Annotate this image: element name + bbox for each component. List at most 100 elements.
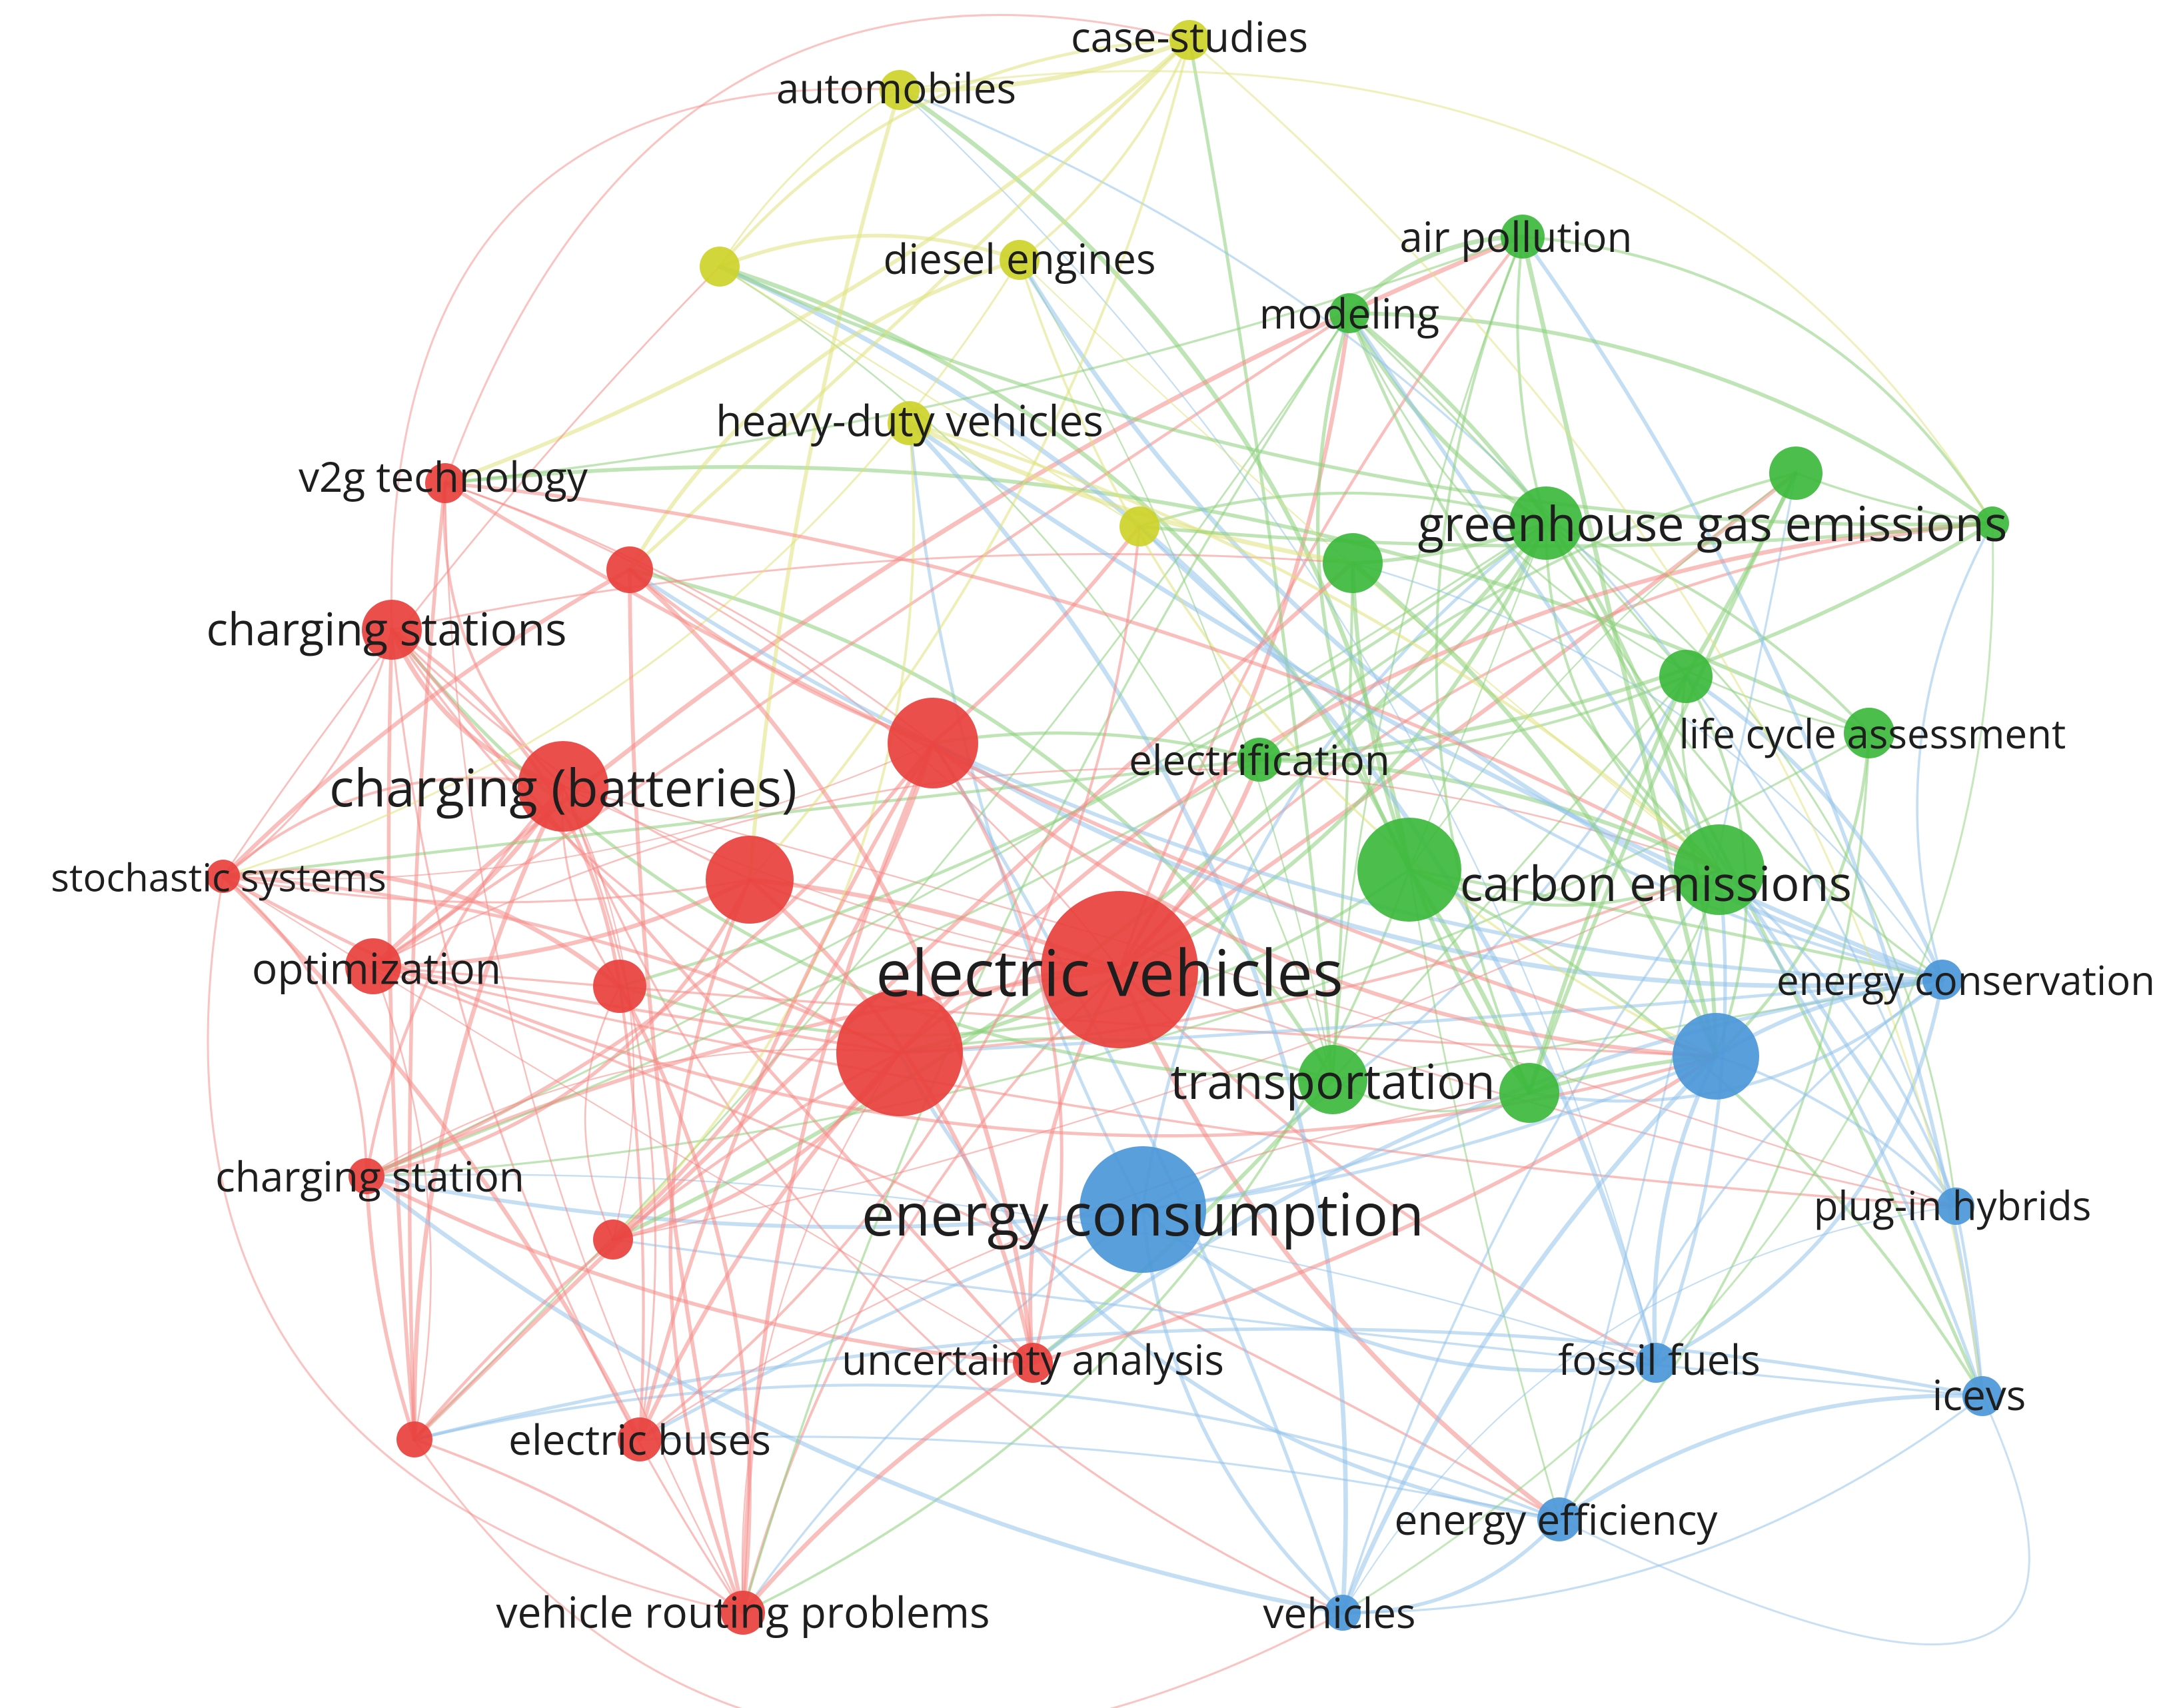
edge-stochastic-systems--vehicle-routing-problems	[207, 875, 744, 1614]
node-red-unlabeled-b[interactable]	[836, 990, 963, 1116]
node-diesel-engines[interactable]	[1000, 240, 1040, 280]
edge-air-pollution--v2g-technology	[444, 235, 1524, 484]
node-charging-batteries[interactable]	[518, 741, 608, 832]
node-electrification[interactable]	[1237, 738, 1281, 782]
edge-transportation--red-unlabeled-d	[628, 568, 1335, 1082]
node-electric-vehicles[interactable]	[1041, 891, 1198, 1048]
edge-vehicles--heavy-duty-vehicles	[907, 421, 1348, 1615]
label-stochastic-systems: stochastic systems	[51, 850, 386, 903]
node-uncertainty-analysis[interactable]	[1013, 1343, 1053, 1383]
edge-charging-stations--stochastic-systems	[222, 628, 393, 878]
label-electrification: electrification	[1129, 732, 1390, 788]
label-transportation: transportation	[1170, 1048, 1495, 1114]
node-green-unlabeled-e[interactable]	[1976, 506, 2009, 540]
node-red-unlabeled-f[interactable]	[593, 1220, 633, 1260]
edge-charging-station--uncertainty-analysis	[364, 1174, 1035, 1365]
edge-electrification--green-unlabeled-a	[1257, 757, 1722, 872]
edge-greenhouse-gas-emissions--yellow-unlabeled-b	[1137, 491, 1548, 528]
node-charging-stations[interactable]	[362, 600, 422, 660]
node-red-unlabeled-e[interactable]	[593, 960, 646, 1013]
node-stochastic-systems[interactable]	[207, 860, 240, 893]
edge-greenhouse-gas-emissions--charging-station	[365, 522, 1547, 1178]
edge-automobiles--yellow-unlabeled-a	[718, 89, 901, 268]
node-electric-buses[interactable]	[618, 1417, 662, 1461]
node-red-unlabeled-c[interactable]	[706, 836, 794, 924]
node-energy-efficiency[interactable]	[1537, 1497, 1581, 1541]
edge-air-pollution--green-unlabeled-f	[1435, 235, 1531, 1094]
edge-charging-batteries--v2g-technology	[442, 481, 565, 788]
label-electric-buses: electric buses	[508, 1411, 771, 1467]
node-plug-in-hybrids[interactable]	[1937, 1188, 1974, 1225]
edge-diesel-engines--stochastic-systems	[222, 259, 1021, 878]
edge-charging-batteries--plug-in-hybrids	[562, 785, 1957, 1208]
node-modeling[interactable]	[1329, 293, 1369, 333]
node-green-unlabeled-b[interactable]	[1323, 533, 1383, 593]
node-air-pollution[interactable]	[1501, 215, 1545, 259]
node-carbon-emissions[interactable]	[1357, 818, 1461, 922]
label-energy-consumption: energy consumption	[862, 1173, 1424, 1253]
node-green-unlabeled-a[interactable]	[1674, 824, 1765, 915]
label-charging-station: charging station	[215, 1148, 524, 1204]
edge-vehicles--charging-station	[364, 1174, 1345, 1615]
node-automobiles[interactable]	[880, 70, 920, 110]
edge-transportation--air-pollution	[1331, 235, 1524, 1081]
edge-fossil-fuels--green-unlabeled-a	[1654, 868, 1727, 1365]
edge-vehicle-routing-problems--red-unlabeled-e	[618, 984, 752, 1615]
node-red-unlabeled-a[interactable]	[888, 698, 978, 788]
label-v2g-technology: v2g technology	[299, 448, 588, 504]
node-charging-station[interactable]	[349, 1158, 384, 1194]
node-blue-unlabeled-a[interactable]	[1673, 1013, 1759, 1100]
node-case-studies[interactable]	[1169, 20, 1209, 60]
edge-greenhouse-gas-emissions--modeling	[1347, 311, 1549, 526]
node-icevs[interactable]	[1962, 1376, 2002, 1416]
edge-energy-consumption--electric-buses	[638, 1208, 1145, 1441]
edge-charging-stations--green-unlabeled-b	[390, 552, 1354, 631]
edge-optimization--modeling	[371, 311, 1351, 968]
edge-plug-in-hybrids--modeling	[1347, 311, 1958, 1208]
edge-green-unlabeled-e--vehicles	[1341, 522, 1994, 1614]
node-green-unlabeled-f[interactable]	[1499, 1063, 1559, 1123]
label-vehicles: vehicles	[1263, 1585, 1415, 1641]
node-vehicles[interactable]	[1325, 1595, 1361, 1631]
edge-air-pollution--green-unlabeled-e	[1521, 235, 1994, 525]
edge-vehicle-routing-problems--red-unlabeled-g	[413, 1438, 744, 1614]
label-modeling: modeling	[1259, 285, 1439, 341]
edge-energy-efficiency--vehicles	[1341, 1517, 1561, 1615]
node-life-cycle-assessment[interactable]	[1844, 708, 1894, 758]
edge-fossil-fuels--blue-unlabeled-a	[1652, 1054, 1719, 1365]
node-greenhouse-gas-emissions[interactable]	[1509, 486, 1583, 560]
node-vehicle-routing-problems[interactable]	[721, 1591, 765, 1635]
edge-energy-conservation--energy-efficiency	[1558, 978, 1944, 1521]
node-optimization[interactable]	[345, 938, 401, 994]
edge-greenhouse-gas-emissions--red-unlabeled-b	[898, 521, 1548, 1055]
node-fossil-fuels[interactable]	[1636, 1343, 1676, 1383]
node-red-unlabeled-d[interactable]	[606, 546, 653, 593]
edge-energy-efficiency--red-unlabeled-b	[898, 1051, 1561, 1521]
node-v2g-technology[interactable]	[425, 463, 465, 503]
label-carbon-emissions: carbon emissions	[1460, 850, 1852, 916]
edge-modeling--green-unlabeled-e	[1347, 311, 1994, 525]
edge-stochastic-systems--red-unlabeled-d	[221, 567, 632, 879]
node-transportation[interactable]	[1298, 1045, 1367, 1114]
node-yellow-unlabeled-b[interactable]	[1119, 506, 1159, 546]
node-yellow-unlabeled-a[interactable]	[700, 247, 740, 287]
node-heavy-duty-vehicles[interactable]	[888, 401, 932, 445]
edge-v2g-technology--case-studies	[444, 13, 1191, 484]
edge-energy-conservation--red-unlabeled-b	[898, 978, 1944, 1055]
label-air-pollution: air pollution	[1399, 209, 1632, 265]
edge-charging-batteries--electric-buses	[562, 785, 656, 1441]
edge-stochastic-systems--blue-unlabeled-a	[221, 874, 1718, 1138]
edge-red-unlabeled-b--green-unlabeled-e	[897, 520, 1995, 1056]
edge-electrification--green-unlabeled-c	[1257, 471, 1798, 762]
node-energy-consumption[interactable]	[1080, 1146, 1206, 1273]
node-red-unlabeled-g[interactable]	[396, 1421, 432, 1457]
label-automobiles: automobiles	[776, 60, 1016, 116]
node-green-unlabeled-d[interactable]	[1659, 650, 1713, 703]
edge-electric-vehicles--green-unlabeled-e	[1117, 521, 1994, 972]
node-green-unlabeled-c[interactable]	[1769, 446, 1822, 500]
edge-diesel-engines--case-studies	[1018, 39, 1191, 261]
edge-optimization--red-unlabeled-b	[371, 964, 902, 1055]
edge-modeling--red-unlabeled-g	[413, 312, 1351, 1441]
node-energy-conservation[interactable]	[1922, 960, 1962, 1000]
